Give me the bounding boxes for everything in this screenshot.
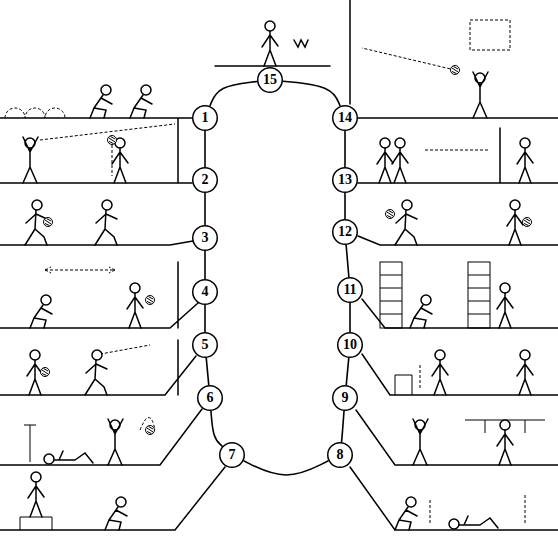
circuit-track bbox=[346, 358, 349, 385]
circuit-track bbox=[283, 81, 340, 106]
station-circle: 9 bbox=[332, 385, 358, 411]
station-number: 14 bbox=[338, 111, 352, 125]
circuit-track bbox=[342, 411, 345, 442]
circuit-track bbox=[244, 461, 329, 475]
circuit-track bbox=[211, 411, 222, 446]
circuit-track bbox=[210, 81, 257, 105]
circuit-track bbox=[349, 303, 351, 332]
station-circle: 5 bbox=[192, 332, 218, 358]
station-number: 12 bbox=[338, 225, 352, 239]
station-number: 10 bbox=[343, 338, 357, 352]
station-circle: 6 bbox=[197, 385, 223, 411]
station-circle: 1 bbox=[192, 105, 218, 131]
circuit-track bbox=[346, 245, 349, 277]
station-number: 4 bbox=[202, 285, 209, 299]
station-number: 9 bbox=[342, 391, 349, 405]
station-number: 3 bbox=[202, 231, 209, 245]
station-number: 11 bbox=[343, 283, 356, 297]
station-circle: 12 bbox=[332, 219, 358, 245]
circuit-track bbox=[204, 131, 206, 167]
station-number: 13 bbox=[338, 173, 352, 187]
station-circle: 8 bbox=[327, 442, 353, 468]
circuit-track bbox=[344, 193, 346, 219]
station-circle: 7 bbox=[219, 442, 245, 468]
circuit-track bbox=[344, 131, 346, 167]
station-circle: 15 bbox=[257, 67, 283, 93]
station-number: 7 bbox=[229, 448, 236, 462]
station-circle: 13 bbox=[332, 167, 358, 193]
station-circle: 14 bbox=[332, 105, 358, 131]
station-circle: 2 bbox=[192, 167, 218, 193]
circuit-track bbox=[204, 251, 206, 279]
circuit-track bbox=[204, 193, 206, 225]
station-circle: 4 bbox=[192, 279, 218, 305]
station-number: 6 bbox=[207, 391, 214, 405]
circuit-track bbox=[204, 305, 206, 332]
circuit-track bbox=[206, 358, 209, 385]
station-circle: 10 bbox=[337, 332, 363, 358]
station-number: 1 bbox=[202, 111, 209, 125]
station-number: 5 bbox=[202, 338, 209, 352]
station-circle: 3 bbox=[192, 225, 218, 251]
station-number: 2 bbox=[202, 173, 209, 187]
station-circle: 11 bbox=[337, 277, 363, 303]
station-number: 15 bbox=[263, 73, 277, 87]
station-number: 8 bbox=[337, 448, 344, 462]
